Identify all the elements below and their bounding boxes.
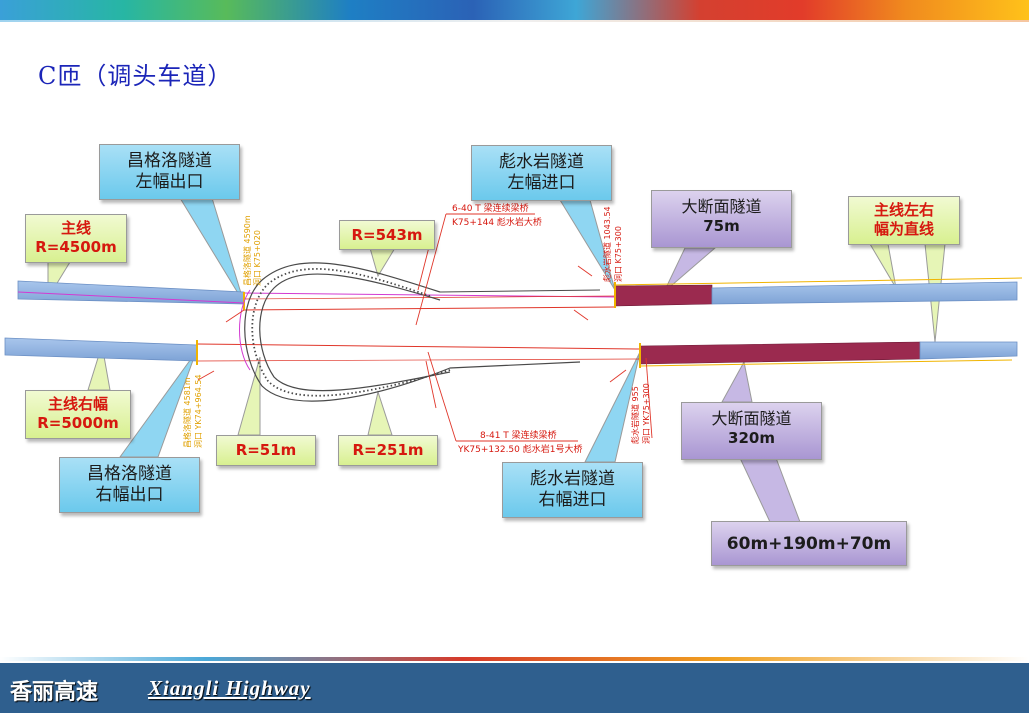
tunnel-320m	[639, 341, 921, 365]
callout-line: 大断面隧道	[681, 197, 762, 216]
callout-pointers	[47, 197, 946, 523]
callout-line: 彪水岩隧道	[499, 152, 584, 172]
callout-line: 右幅出口	[95, 485, 164, 506]
callout-line: 左幅进口	[507, 173, 576, 194]
callout-changgeluo-right-exit: 昌格洛隧道 右幅出口	[59, 457, 200, 513]
callout-r51: R=51m	[216, 435, 316, 466]
callout-line: R=4500m	[35, 237, 117, 256]
callout-line: 主线左右	[873, 201, 934, 219]
callout-mainline-straight: 主线左右 幅为直线	[848, 196, 960, 245]
callout-line: R=51m	[235, 441, 297, 459]
drawing-annotations: 6-40 T 梁连续梁桥 K75+144 彪水岩大桥 8-41 T 梁连续梁桥 …	[182, 202, 651, 455]
callout-line: 彪水岩隧道	[530, 469, 615, 489]
callout-line: 昌格洛隧道	[87, 464, 172, 484]
footer-stripe	[0, 657, 1029, 661]
callout-changgeluo-left-exit: 昌格洛隧道 左幅出口	[99, 144, 240, 200]
portal-cgl-left-label-1: 昌格洛隧道 4590m	[242, 215, 252, 286]
footer-brand-en: Xiangli Highway	[148, 676, 311, 700]
callout-line: 60m+190m+70m	[726, 534, 892, 554]
pointer-r251	[367, 390, 393, 436]
pointer-tunnel-75	[663, 247, 717, 293]
callout-biaoshuiyan-left-entrance: 彪水岩隧道 左幅进口	[471, 145, 612, 201]
portal-cgl-right-label-2: 洞口 YK74+964.54	[193, 374, 203, 448]
road-lower-west	[4, 337, 198, 362]
bridge-upper-label-2: K75+144 彪水岩大桥	[452, 216, 542, 228]
u-turn-ramp	[239, 262, 601, 402]
mainline-left-carriageway	[17, 277, 1023, 311]
pointer-tunnel-320	[721, 360, 753, 403]
callout-mainline-right: 主线右幅 R=5000m	[25, 390, 131, 439]
portal-bsy-right-label-2: 洞口 YK75+300	[641, 383, 651, 444]
pointer-segments	[739, 457, 801, 523]
callout-line: R=543m	[351, 226, 423, 244]
callout-line: 主线	[60, 219, 91, 237]
callout-line: 幅为直线	[873, 219, 934, 238]
header-color-bar	[0, 0, 1029, 20]
bridge-lower-label-2: YK75+132.50 彪水岩1号大桥	[457, 443, 582, 455]
bridge-upper-label-1: 6-40 T 梁连续梁桥	[452, 202, 529, 214]
callout-r251: R=251m	[338, 435, 438, 466]
callout-mainline-left: 主线 R=4500m	[25, 214, 127, 263]
road-upper-west	[17, 280, 245, 305]
ramp-upper-tie	[439, 289, 601, 293]
mainline-right-carriageway	[4, 337, 1018, 368]
header-divider	[0, 20, 1029, 22]
bridge-marks	[197, 213, 653, 442]
callout-line: 右幅进口	[538, 490, 607, 511]
ramp-inner-edge	[259, 273, 451, 392]
callout-line: 昌格洛隧道	[127, 151, 212, 171]
callout-line: 主线右幅	[47, 395, 108, 413]
callout-line: 320m	[728, 429, 775, 447]
portal-bsy-right-label-1: 彪水岩隧道 955	[630, 386, 640, 444]
road-lower-east	[919, 341, 1018, 360]
ramp-outer-edge	[244, 262, 581, 402]
bridge-lower-label-1: 8-41 T 梁连续梁桥	[480, 429, 557, 441]
callout-line: R=251m	[352, 441, 424, 459]
callout-segments: 60m+190m+70m	[711, 521, 907, 566]
ramp-centerline	[251, 268, 451, 397]
callout-biaoshuiyan-right-entrance: 彪水岩隧道 右幅进口	[502, 462, 643, 518]
footer-brand-cn: 香丽高速	[10, 679, 99, 705]
pointer-mainline-straight-a	[869, 243, 897, 289]
portal-cgl-left-label-2: 洞口 K75+020	[252, 230, 262, 286]
portal-bsy-left-label-2: 洞口 K75+300	[613, 226, 623, 282]
portal-bsy-left-label-1: 彪水岩隧道 1043.54	[602, 206, 612, 282]
callout-large-tunnel-320m: 大断面隧道 320m	[681, 402, 822, 460]
footer-bar: 香丽高速 Xiangli Highway	[0, 663, 1029, 713]
callout-line: 75m	[703, 217, 740, 235]
page-title: C匝（调头车道）	[38, 62, 233, 90]
callout-r543: R=543m	[339, 220, 435, 250]
tunnel-75m	[614, 284, 713, 307]
portal-cgl-right-label-1: 昌格洛隧道 4581m	[182, 377, 192, 448]
pointer-changgeluo-left	[179, 197, 245, 304]
callout-line: R=5000m	[37, 413, 119, 432]
callout-line: 左幅出口	[135, 172, 204, 193]
road-upper-east	[711, 281, 1018, 305]
callout-large-tunnel-75m: 大断面隧道 75m	[651, 190, 792, 248]
callout-line: 大断面隧道	[711, 409, 792, 428]
